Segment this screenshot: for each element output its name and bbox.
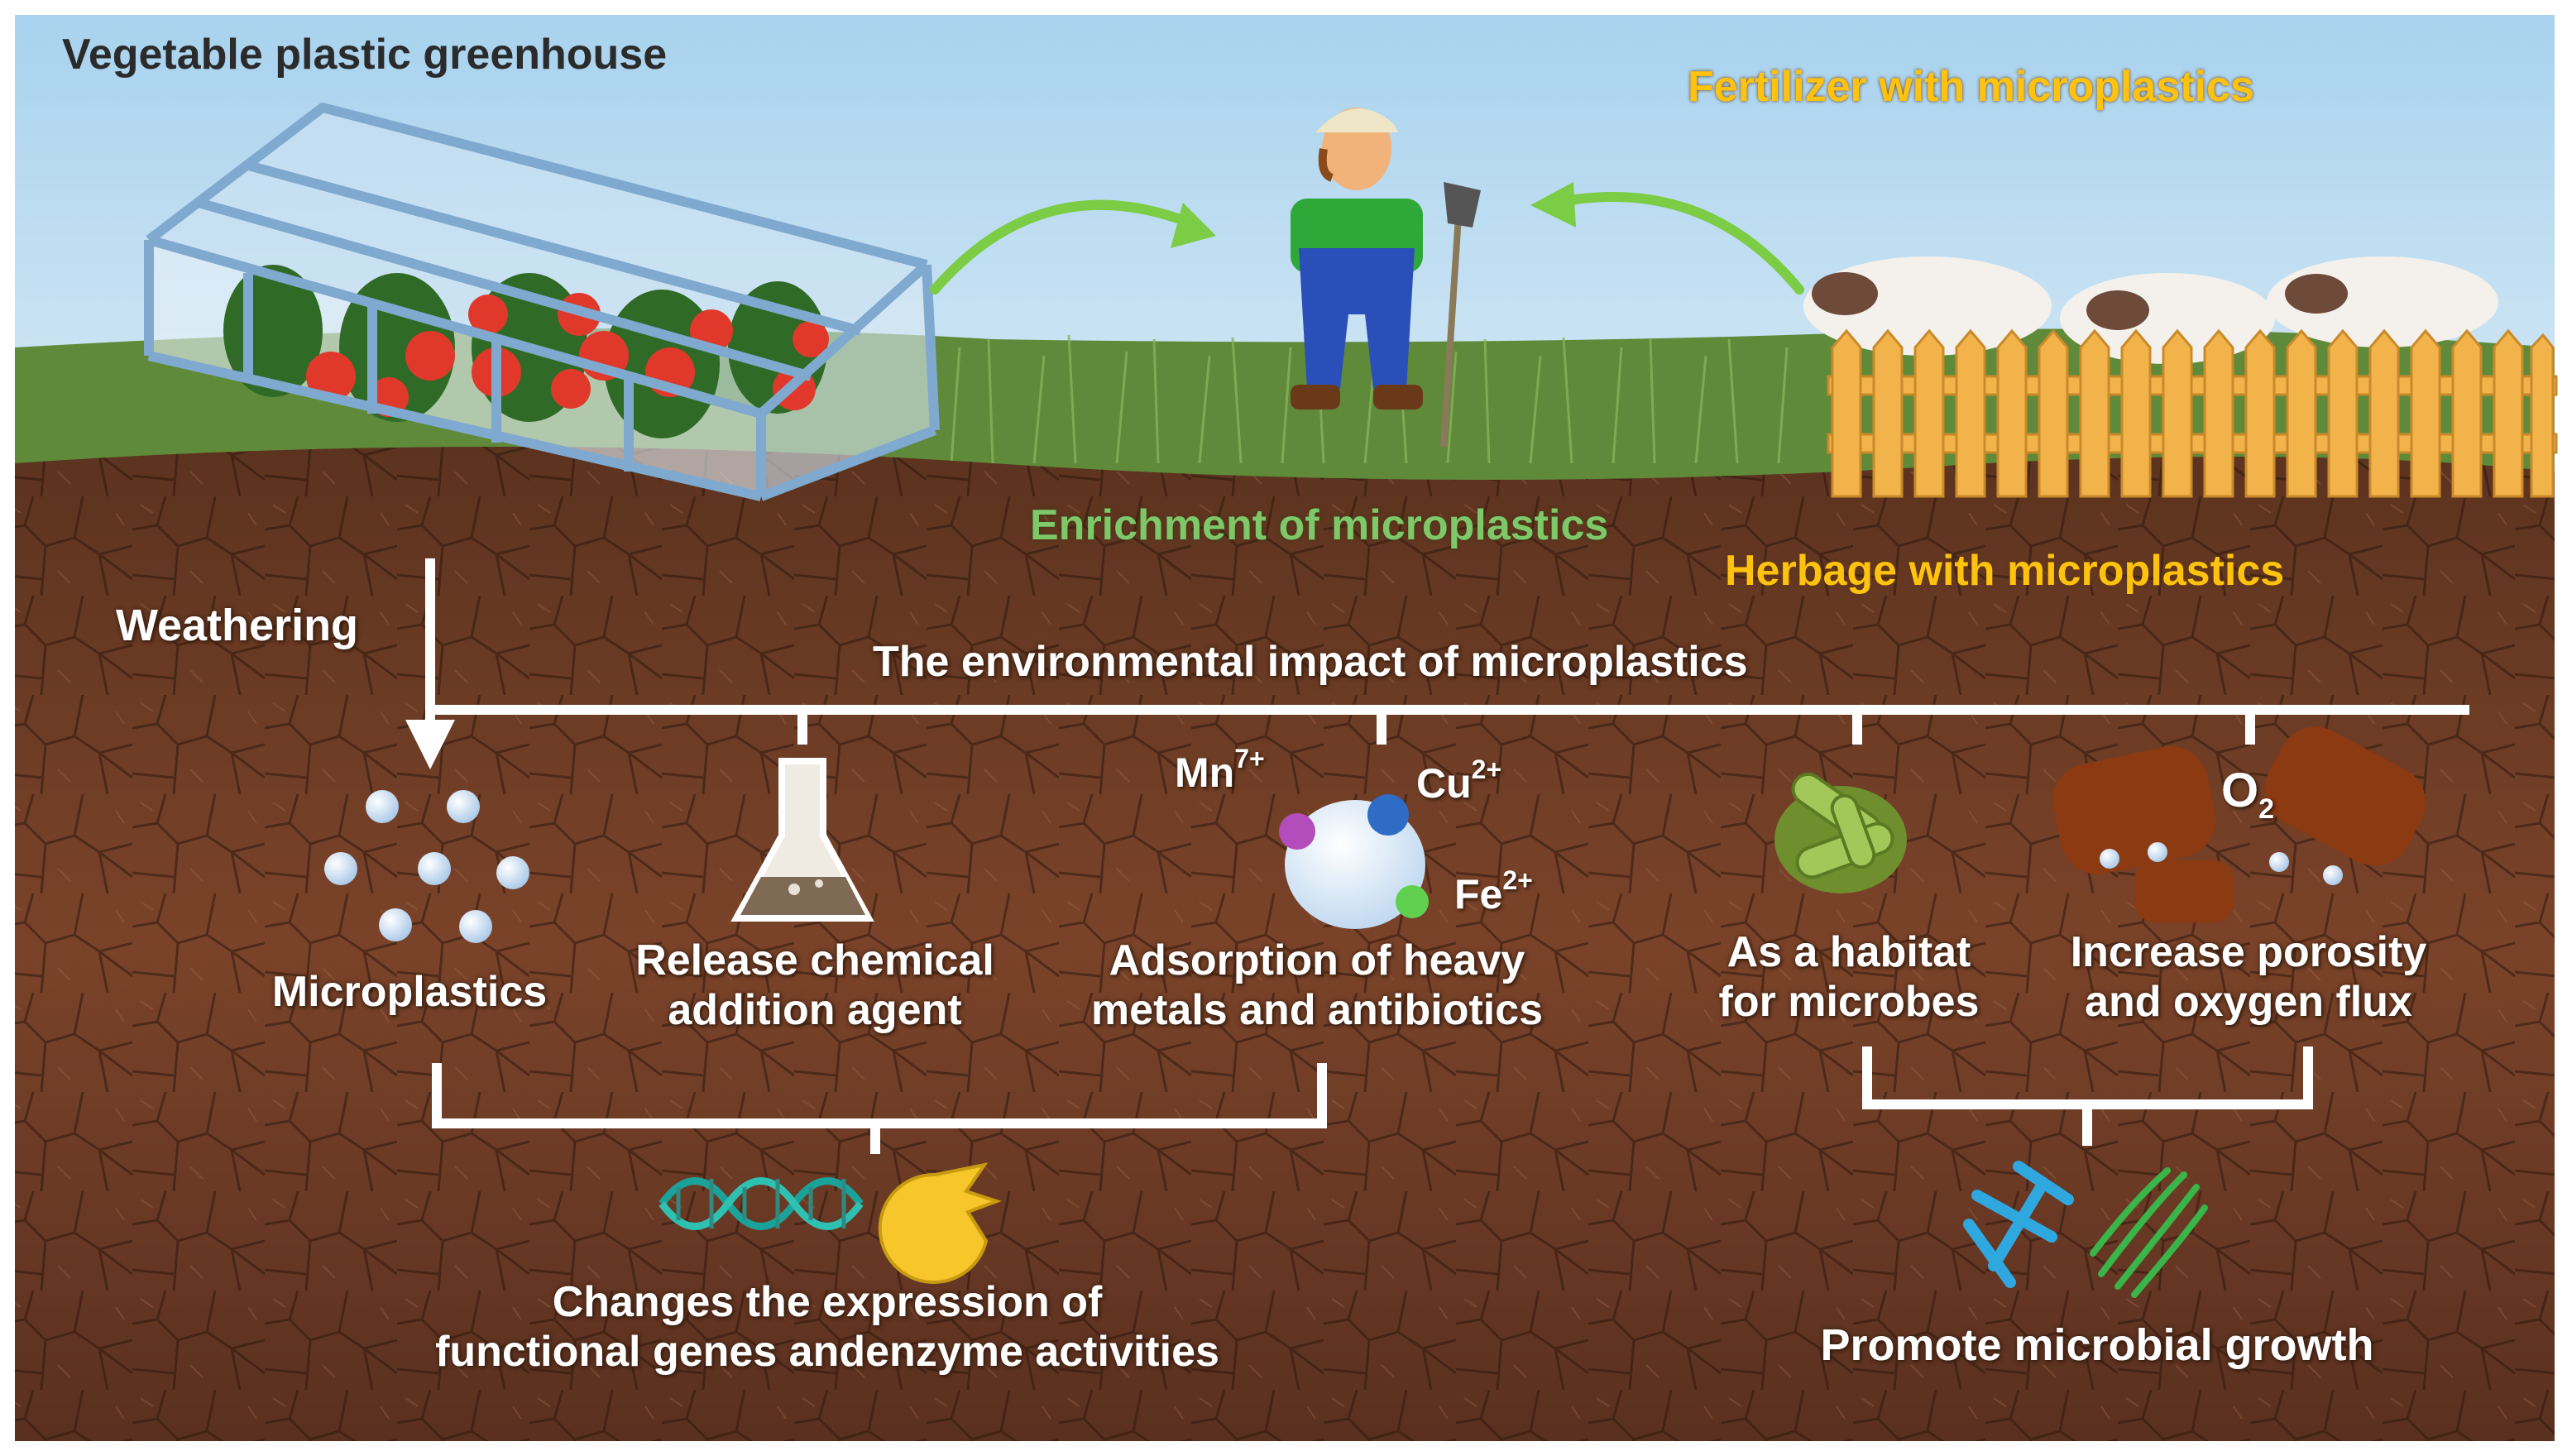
gene-expression-line2: functional genes andenzyme activities (435, 1328, 1219, 1377)
enrichment-label: Enrichment of microplastics (1030, 500, 1608, 550)
microplastics-label: Microplastics (272, 968, 547, 1018)
microbial-growth-label: Promote microbial growth (1820, 1320, 2373, 1371)
adsorption-label-line2: metals and antibiotics (1091, 986, 1543, 1036)
porosity-label-line2: and oxygen flux (2071, 978, 2427, 1027)
impact-title: The environmental impact of microplastic… (873, 637, 1748, 687)
adsorption-label: Adsorption of heavy metals and antibioti… (1091, 936, 1543, 1036)
porosity-label-line1: Increase porosity (2071, 928, 2427, 978)
fe-ion-label: Fe2+ (1454, 870, 1533, 918)
fertilizer-label: Fertilizer with microplastics (1688, 62, 2254, 112)
release-label: Release chemical addition agent (635, 936, 994, 1036)
gene-expression-label: Changes the expression of functional gen… (435, 1278, 1219, 1377)
release-label-line2: addition agent (635, 986, 994, 1036)
weathering-label: Weathering (116, 600, 358, 651)
habitat-label-line1: As a habitat (1719, 928, 1980, 978)
release-label-line1: Release chemical (635, 936, 994, 986)
herbage-label: Herbage with microplastics (1725, 546, 2284, 596)
mn-ion-label: Mn7+ (1175, 749, 1265, 797)
habitat-label: As a habitat for microbes (1719, 928, 1980, 1027)
adsorption-label-line1: Adsorption of heavy (1091, 936, 1543, 986)
cu-ion-label: Cu2+ (1416, 759, 1501, 807)
gene-expression-line1: Changes the expression of (435, 1278, 1219, 1328)
porosity-label: Increase porosity and oxygen flux (2071, 928, 2427, 1027)
oxygen-label: O2 (2221, 763, 2274, 818)
habitat-label-line2: for microbes (1719, 978, 1980, 1027)
greenhouse-title: Vegetable plastic greenhouse (62, 30, 667, 79)
